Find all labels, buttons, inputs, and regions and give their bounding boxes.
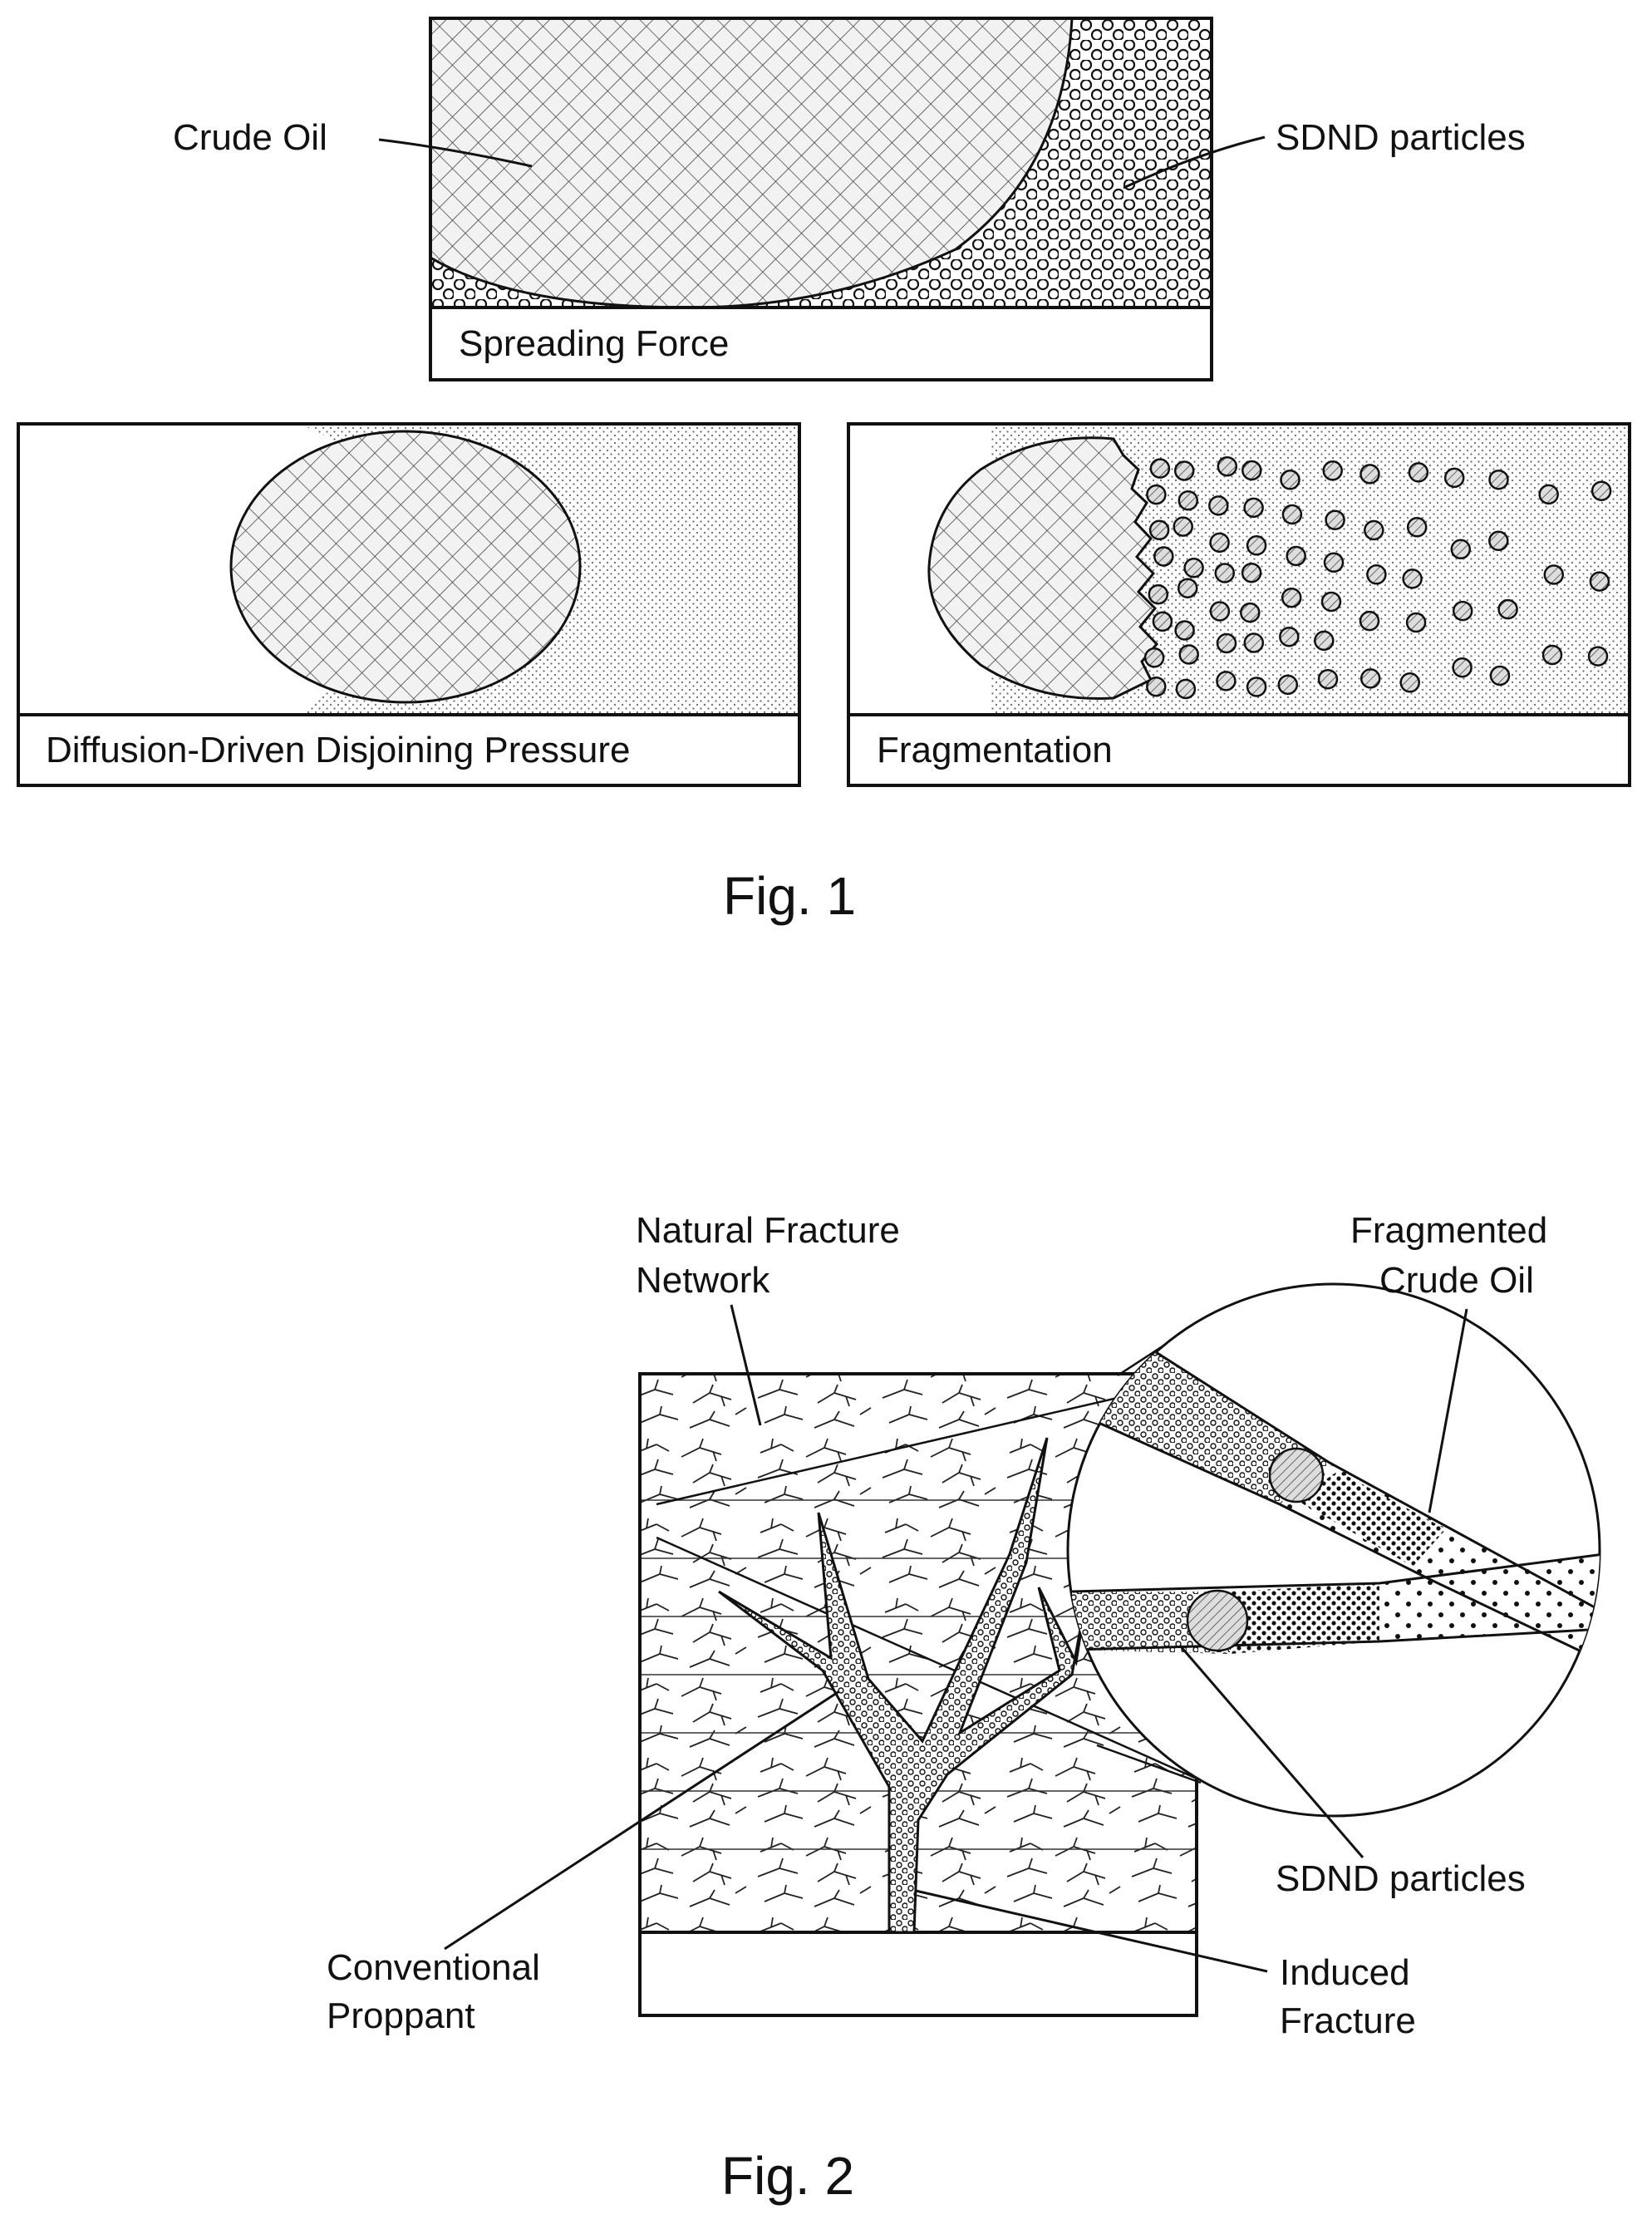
sdnd-particle [1179, 491, 1197, 509]
sdnd-particle [1409, 463, 1428, 481]
sdnd-particle [1491, 667, 1509, 685]
callout-natural-fracture-2: Network [636, 1260, 770, 1301]
sdnd-particle [1591, 573, 1609, 591]
sdnd-particle [1453, 658, 1472, 677]
callout-sdnd-particles: SDND particles [1276, 117, 1526, 158]
sdnd-particle [1326, 511, 1345, 529]
sdnd-particle [1361, 465, 1379, 483]
sdnd-particle [1154, 548, 1173, 566]
sdnd-particle [1592, 482, 1610, 500]
sdnd-particle [1178, 579, 1197, 598]
panel-b-label: Diffusion-Driven Disjoining Pressure [46, 730, 630, 770]
sdnd-particle [1283, 505, 1301, 524]
sdnd-particle [1499, 600, 1517, 618]
sdnd-particle [1218, 457, 1237, 475]
sdnd-particle [1151, 460, 1169, 478]
sdnd-particle [1319, 670, 1337, 688]
callout-induced-1: Induced [1280, 1952, 1410, 1993]
sdnd-particle [1216, 564, 1234, 583]
fig2-caption: Fig. 2 [721, 2146, 854, 2206]
sdnd-particle [1245, 499, 1263, 517]
callout-natural-fracture-1: Natural Fracture [636, 1210, 900, 1251]
panel-c-label: Fragmentation [877, 730, 1113, 770]
sdnd-particle [1242, 461, 1261, 480]
sdnd-particle [1280, 627, 1298, 646]
sdnd-particle [1247, 678, 1266, 696]
sdnd-particle [1279, 676, 1297, 694]
callout-conventional-2: Proppant [327, 1995, 475, 2036]
callout-conventional-1: Conventional [327, 1947, 540, 1988]
sdnd-particle [1489, 532, 1507, 550]
sdnd-particle [1589, 647, 1607, 666]
sdnd-particle [1281, 470, 1300, 489]
panel-a-label: Spreading Force [459, 323, 729, 364]
sdnd-particle [1540, 485, 1558, 504]
sdnd-particle [1211, 534, 1229, 552]
sdnd-particle [1245, 634, 1263, 652]
sdnd-particle [1145, 648, 1163, 667]
sdnd-particle [1287, 547, 1305, 565]
sdnd-particle [1217, 634, 1236, 652]
crude-oil-globule-lower [1187, 1591, 1247, 1651]
crude-oil-droplet [231, 431, 580, 702]
sdnd-particle [1408, 518, 1426, 536]
sdnd-particle [1153, 613, 1172, 631]
sdnd-particle [1185, 558, 1203, 577]
sdnd-particle [1174, 518, 1192, 536]
sdnd-particle [1325, 554, 1343, 572]
sdnd-particle [1177, 680, 1195, 698]
fig1-panel-fragmentation: Fragmentation [848, 424, 1630, 785]
fig2-fracture-diagram: Natural Fracture Network Fragmented Crud… [327, 1210, 1604, 2041]
sdnd-particle [1211, 603, 1229, 621]
callout-fragmented-1: Fragmented [1350, 1210, 1547, 1251]
sdnd-particle [1322, 593, 1340, 611]
sdnd-particle [1490, 470, 1508, 489]
sdnd-particle [1453, 602, 1472, 620]
sdnd-particle [1149, 585, 1168, 603]
sdnd-particle [1217, 672, 1235, 690]
sdnd-particle [1407, 613, 1425, 632]
rock-block-base [640, 1932, 1197, 2015]
sdnd-particle [1241, 603, 1259, 622]
sdnd-particle [1360, 612, 1379, 630]
sdnd-particle [1445, 469, 1463, 487]
sdnd-particle [1180, 646, 1198, 664]
callout-crude-oil: Crude Oil [173, 117, 327, 158]
sdnd-particle [1545, 566, 1563, 584]
sdnd-particle [1247, 536, 1266, 554]
sdnd-particle [1282, 588, 1300, 607]
sdnd-particle [1401, 673, 1419, 691]
callout-fragmented-2: Crude Oil [1379, 1260, 1534, 1301]
crude-oil-globule-upper [1270, 1449, 1323, 1502]
sdnd-particle [1361, 669, 1379, 687]
sdnd-particle [1315, 632, 1333, 650]
sdnd-particle [1209, 496, 1227, 514]
sdnd-particle [1543, 646, 1561, 664]
fig1-panel-disjoining-pressure: Diffusion-Driven Disjoining Pressure [18, 424, 799, 785]
sdnd-particle [1147, 677, 1165, 696]
sdnd-particle [1242, 563, 1261, 582]
fig1-panel-spreading-force: Spreading Force Crude Oil SDND particles [173, 18, 1526, 380]
sdnd-particle [1364, 521, 1383, 539]
sdnd-particle [1147, 485, 1165, 504]
sdnd-particle [1175, 462, 1193, 480]
sdnd-particle [1324, 461, 1342, 480]
sdnd-particle [1150, 521, 1168, 539]
sdnd-particle [1367, 565, 1385, 583]
callout-sdnd-particles-fig2: SDND particles [1276, 1858, 1526, 1899]
fig1-caption: Fig. 1 [723, 866, 856, 926]
callout-induced-2: Fracture [1280, 2000, 1416, 2041]
sdnd-particle [1404, 569, 1422, 588]
sdnd-particle [1452, 540, 1470, 558]
sdnd-particle [1176, 622, 1194, 640]
